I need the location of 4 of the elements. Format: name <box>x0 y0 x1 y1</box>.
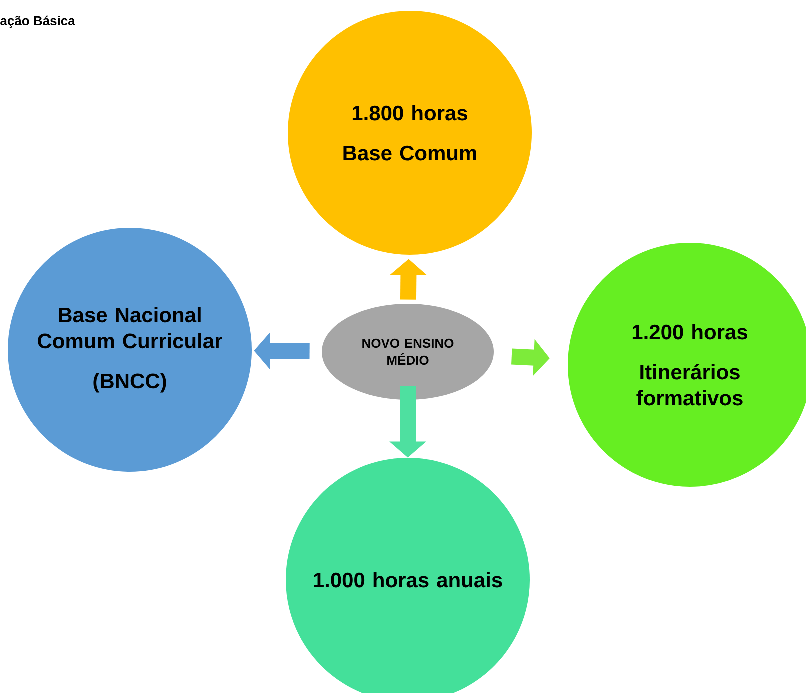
ellipse-node: NOVO ENSINO MÉDIO <box>322 304 494 400</box>
circle-node: 1.800 horas Base Comum <box>288 11 532 255</box>
heading: ação Básica <box>0 16 76 28</box>
circle-node: Base Nacional Comum Curricular (BNCC) <box>8 228 252 472</box>
